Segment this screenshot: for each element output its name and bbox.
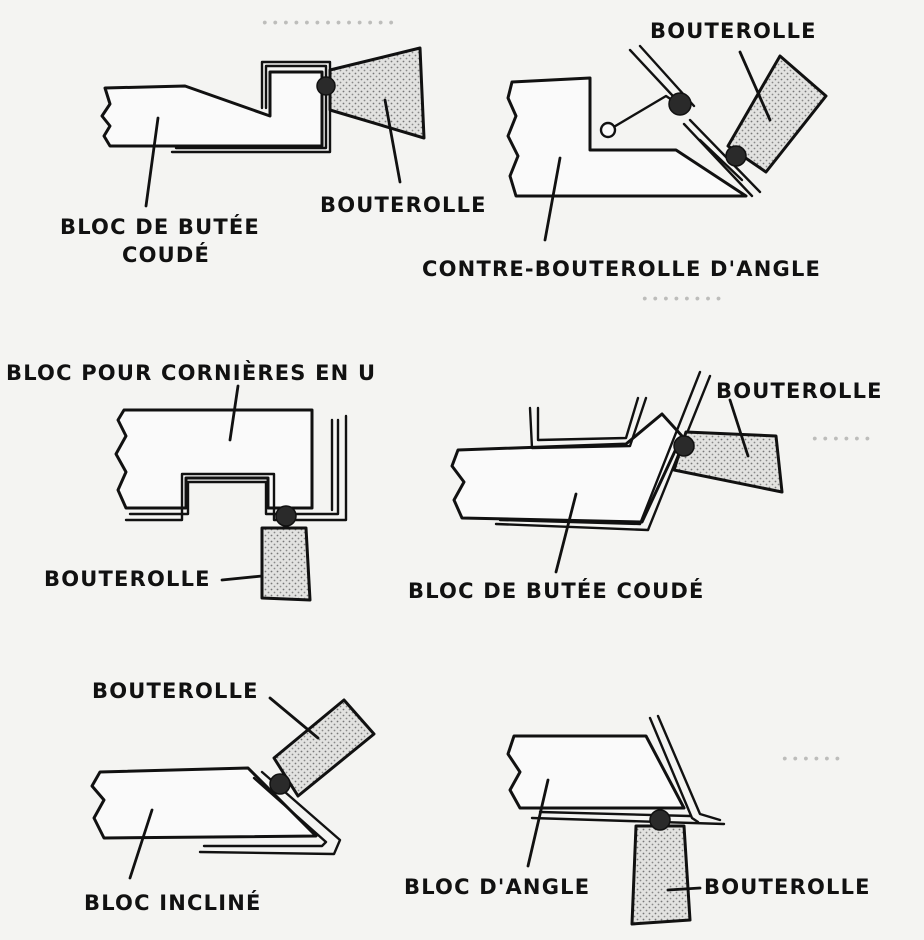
leader-bouterolle bbox=[738, 50, 772, 122]
label-contre-bouterolle: CONTRE-BOUTEROLLE D'ANGLE bbox=[422, 257, 821, 281]
dolly-head bbox=[668, 92, 692, 116]
sheet-angle-outer bbox=[656, 714, 722, 822]
sheet-lower bbox=[698, 138, 744, 182]
label-bouterolle: BOUTEROLLE bbox=[704, 875, 871, 899]
rivet bbox=[649, 809, 671, 831]
panel-bloc-butee-coude-top: BLOC DE BUTÉE COUDÉ BOUTEROLLE bbox=[60, 46, 487, 267]
panel-bloc-butee-coude-middle: BOUTEROLLE BLOC DE BUTÉE COUDÉ bbox=[408, 370, 883, 603]
panel-contre-bouterolle-angle: BOUTEROLLE CONTRE-BOUTEROLLE D'ANGLE bbox=[422, 19, 828, 281]
sheet-bottom bbox=[530, 816, 726, 826]
label-bloc-butee-line1: BLOC DE BUTÉE bbox=[60, 214, 260, 239]
block-shape bbox=[100, 70, 324, 148]
rivet bbox=[725, 145, 747, 167]
label-bouterolle: BOUTEROLLE bbox=[650, 19, 817, 43]
svg-text:.............: ............. bbox=[260, 0, 397, 32]
rivet bbox=[275, 505, 297, 527]
sheet-angle-inner bbox=[648, 716, 700, 824]
leader-bouterolle bbox=[383, 98, 402, 184]
label-bloc-butee-line2: COUDÉ bbox=[122, 242, 210, 267]
background-bleed-text: ............. ........ ...... ...... bbox=[260, 0, 873, 768]
rivet bbox=[316, 76, 336, 96]
leader-bouterolle bbox=[728, 398, 750, 458]
bouterolle-tool bbox=[260, 526, 312, 602]
sheet-bottom bbox=[494, 374, 712, 532]
leader-bloc bbox=[554, 492, 578, 574]
panel-bloc-angle: BLOC D'ANGLE BOUTEROLLE bbox=[404, 714, 871, 926]
block-shape bbox=[506, 76, 748, 198]
leader-bloc bbox=[128, 808, 154, 880]
leader-bloc bbox=[526, 778, 550, 868]
bouterolle-tool bbox=[630, 824, 692, 926]
label-bloc-cornieres-u: BLOC POUR CORNIÈRES EN U bbox=[6, 360, 376, 385]
label-bouterolle: BOUTEROLLE bbox=[320, 193, 487, 217]
leader-bloc bbox=[228, 384, 240, 442]
block-shape bbox=[506, 734, 686, 810]
label-bloc-incline: BLOC INCLINÉ bbox=[84, 890, 262, 915]
leader-bouterolle bbox=[220, 574, 264, 582]
sheet-outer bbox=[124, 414, 348, 522]
bouterolle-tool bbox=[726, 54, 828, 174]
panel-bloc-cornieres-u: BLOC POUR CORNIÈRES EN U BOUTEROLLE bbox=[6, 360, 376, 602]
sheet-inner bbox=[682, 122, 754, 198]
sheet-outer bbox=[198, 770, 342, 856]
label-bloc-angle: BLOC D'ANGLE bbox=[404, 875, 590, 899]
rivet bbox=[673, 435, 695, 457]
svg-text:......: ...... bbox=[780, 733, 843, 768]
svg-text:........: ........ bbox=[640, 273, 724, 308]
sheet-outer bbox=[688, 118, 762, 194]
rivet bbox=[269, 773, 291, 795]
block-shape bbox=[450, 412, 684, 524]
block-shape bbox=[114, 408, 314, 510]
sheet-inner bbox=[174, 64, 328, 150]
sheet-bottom-inner bbox=[498, 370, 702, 526]
label-bouterolle: BOUTEROLLE bbox=[716, 379, 883, 403]
leader-bloc bbox=[144, 116, 160, 208]
sheet-top-inner bbox=[536, 396, 640, 442]
leader-bouterolle bbox=[268, 696, 320, 740]
sheet-inner bbox=[202, 776, 328, 848]
bouterolle-tool bbox=[672, 430, 784, 494]
leader-contre-bouterolle bbox=[543, 156, 562, 242]
sheet-inner bbox=[128, 418, 340, 516]
dolly-knob bbox=[599, 121, 617, 139]
sheet-outer bbox=[170, 60, 332, 154]
svg-text:......: ...... bbox=[810, 413, 873, 448]
leader-bouterolle bbox=[666, 886, 702, 892]
sheet-top-outer bbox=[528, 396, 648, 450]
label-bouterolle: BOUTEROLLE bbox=[44, 567, 211, 591]
panel-bloc-incline: BOUTEROLLE BLOC INCLINÉ bbox=[84, 679, 376, 915]
label-bloc-butee-coude: BLOC DE BUTÉE COUDÉ bbox=[408, 578, 705, 603]
bouterolle-tool bbox=[328, 46, 426, 140]
label-bouterolle: BOUTEROLLE bbox=[92, 679, 259, 703]
